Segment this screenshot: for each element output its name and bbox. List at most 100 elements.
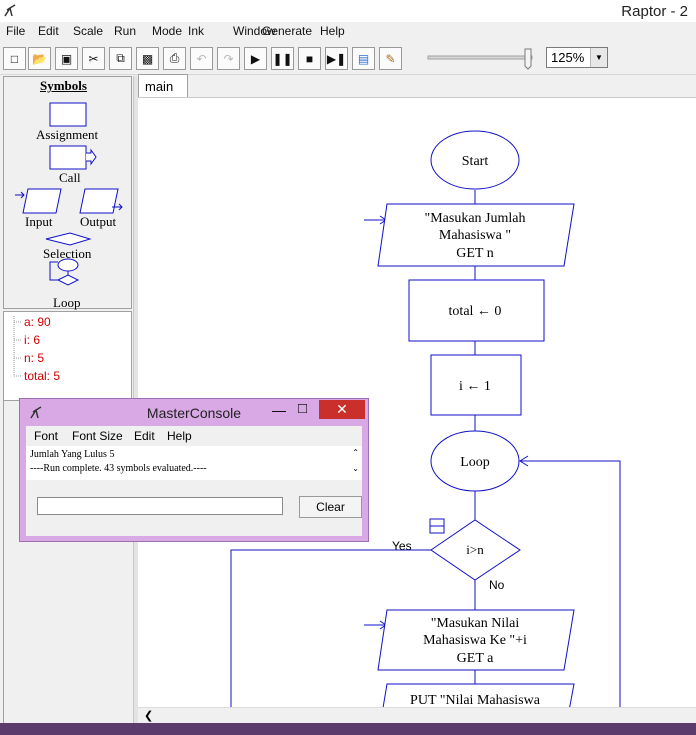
master-console-window: MasterConsole — □ ✕ Font Font Size Edit … xyxy=(19,398,369,542)
new-file-button[interactable]: □ xyxy=(3,47,26,70)
selection-symbol[interactable] xyxy=(45,232,92,246)
speed-slider[interactable] xyxy=(426,48,538,70)
console-title: MasterConsole xyxy=(146,405,242,421)
console-line: Jumlah Yang Lulus 5 xyxy=(30,449,115,460)
console-menu-edit[interactable]: Edit xyxy=(134,429,155,443)
window-title: Raptor - 2 xyxy=(621,3,688,20)
yes-label: Yes xyxy=(392,539,412,553)
save-button[interactable]: ▣ xyxy=(55,47,78,70)
output-symbol[interactable] xyxy=(79,188,119,214)
assign-total[interactable] xyxy=(408,279,545,342)
input2-line2: Mahasiswa Ke "+i xyxy=(423,633,527,648)
input-symbol-n[interactable] xyxy=(377,203,575,267)
loop-label: Loop xyxy=(460,455,490,470)
loop-back-arrow xyxy=(519,455,529,467)
menu-edit[interactable]: Edit xyxy=(38,24,59,38)
symbol-shapes xyxy=(15,102,123,286)
pen-button[interactable]: ✎ xyxy=(379,47,402,70)
toolbar: □ 📂 ▣ ✂ ⧉ ▩ ⎙ ↶ ↷ ▶ ❚❚ ■ ▶❚ ▤ ✎ 125% ▼ xyxy=(0,42,696,75)
menu-scale[interactable]: Scale xyxy=(73,24,104,38)
console-menu-font[interactable]: Font xyxy=(34,429,59,443)
loop-lines-icon xyxy=(49,261,69,281)
undo-button[interactable]: ↶ xyxy=(190,47,213,70)
step-button[interactable]: ▶❚ xyxy=(325,47,348,70)
assignment-symbol[interactable] xyxy=(49,102,87,127)
clear-button[interactable]: Clear xyxy=(299,496,362,518)
menu-window[interactable]: Generate xyxy=(262,24,313,38)
minimize-icon[interactable]: — xyxy=(272,402,286,418)
decision-label: i>n xyxy=(466,542,484,557)
symbol-label-output: Output xyxy=(80,214,117,229)
watch-item: i: 6 xyxy=(24,333,41,347)
symbols-heading: Symbols xyxy=(40,78,87,93)
decision-symbol[interactable] xyxy=(430,519,521,581)
run-button[interactable]: ▶ xyxy=(244,47,267,70)
yes-branch-line xyxy=(230,549,431,708)
copy-button[interactable]: ⧉ xyxy=(109,47,132,70)
raptor-logo-icon xyxy=(4,4,16,17)
input1-line3: GET n xyxy=(456,246,493,261)
scissors-icon: ✂ xyxy=(88,51,99,66)
tab-main[interactable]: main xyxy=(138,74,188,98)
close-button[interactable]: ✕ xyxy=(319,400,365,419)
input-arrow xyxy=(364,215,387,225)
test-server-button[interactable]: ▤ xyxy=(352,47,375,70)
print-button[interactable]: ⎙ xyxy=(163,47,186,70)
menu-view[interactable]: Run xyxy=(114,24,137,38)
scroll-down-icon[interactable]: ⌄ xyxy=(352,464,359,473)
console-output[interactable]: Jumlah Yang Lulus 5 ----Run complete. 43… xyxy=(26,446,362,480)
input-arrow xyxy=(364,620,387,630)
chevron-down-icon[interactable]: ▼ xyxy=(590,48,607,67)
menu-file[interactable]: File xyxy=(6,24,26,38)
output-arrow-icon xyxy=(112,203,123,211)
new-file-icon: □ xyxy=(10,51,19,66)
call-arrow-icon xyxy=(86,148,97,166)
open-button[interactable]: 📂 xyxy=(28,47,51,70)
zoom-value: 125% xyxy=(551,50,585,65)
save-icon: ▣ xyxy=(60,51,73,66)
watch-window: a: 90 i: 6 n: 5 total: 5 xyxy=(3,311,132,401)
console-line: ----Run complete. 43 symbols evaluated.-… xyxy=(30,463,207,474)
printer-icon: ⎙ xyxy=(169,51,180,65)
start-terminal[interactable] xyxy=(430,130,520,190)
menu-run[interactable]: Mode xyxy=(152,24,183,38)
input1-line1: "Masukan Jumlah xyxy=(425,211,526,226)
stop-icon: ■ xyxy=(305,51,314,66)
menu-mode[interactable]: Ink xyxy=(188,24,205,38)
no-label: No xyxy=(489,578,505,592)
console-input[interactable] xyxy=(37,497,283,515)
slider-thumb[interactable] xyxy=(524,48,532,70)
menu-bar: File Edit Scale Run Mode Ink Window Gene… xyxy=(0,22,696,42)
output-label: PUT "Nilai Mahasiswa xyxy=(410,693,541,708)
cut-button[interactable]: ✂ xyxy=(82,47,105,70)
zoom-select[interactable]: 125% ▼ xyxy=(546,47,608,68)
console-menu-help[interactable]: Help xyxy=(167,429,192,443)
stop-button[interactable]: ■ xyxy=(298,47,321,70)
menu-ink[interactable]: Window xyxy=(233,24,276,38)
call-symbol[interactable] xyxy=(49,145,87,170)
symbol-label-input: Input xyxy=(25,214,53,229)
input2-line3: GET a xyxy=(457,651,494,666)
scroll-left-icon[interactable]: ❮ xyxy=(144,710,154,722)
paste-button[interactable]: ▩ xyxy=(136,47,159,70)
scroll-up-icon[interactable]: ⌃ xyxy=(352,448,359,457)
flowchart: Start "Masukan Jumlah Mahasiswa " GET n … xyxy=(230,130,621,735)
input-symbol-a[interactable] xyxy=(377,609,575,671)
redo-icon: ↷ xyxy=(223,51,234,66)
taskbar xyxy=(0,723,696,735)
redo-button[interactable]: ↷ xyxy=(217,47,240,70)
maximize-icon[interactable]: □ xyxy=(298,400,308,417)
input-symbol[interactable] xyxy=(22,188,62,214)
title-bar: Raptor - 2 xyxy=(0,0,696,22)
loop-symbol[interactable] xyxy=(430,430,520,492)
pause-button[interactable]: ❚❚ xyxy=(271,47,294,70)
raptor-logo-icon xyxy=(30,406,42,419)
console-menu-font-size[interactable]: Font Size xyxy=(72,429,123,443)
step-icon: ▶❚ xyxy=(326,51,347,66)
folder-icon: 📂 xyxy=(32,51,47,66)
pen-icon: ✎ xyxy=(385,51,396,66)
console-menu-bar: Font Font Size Edit Help xyxy=(26,426,362,446)
horizontal-scrollbar[interactable]: ❮ xyxy=(138,707,696,724)
menu-generate[interactable]: Help xyxy=(320,24,345,38)
assign-i[interactable] xyxy=(430,354,522,416)
